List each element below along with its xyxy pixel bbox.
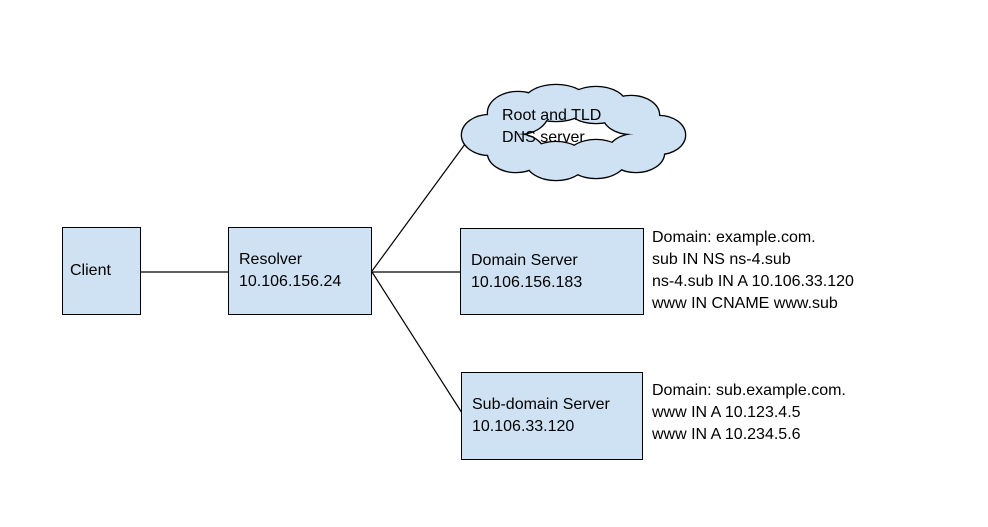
domain-server-label: Domain Server: [471, 251, 578, 269]
subdomain-zone-line: www IN A 10.234.5.6: [652, 426, 801, 443]
domain-zone-line: sub IN NS ns-4.sub: [652, 251, 791, 268]
domain-server-ip: 10.106.156.183: [471, 273, 583, 291]
subdomain-server-label: Sub-domain Server: [472, 396, 610, 413]
root-tld-cloud-label: Root and TLD DNS server: [502, 105, 601, 149]
cloud-label-line2: DNS server: [502, 129, 585, 146]
root-tld-cloud-shape: [460, 83, 687, 182]
resolver-label: Resolver: [239, 251, 303, 268]
resolver-node: Resolver 10.106.156.24: [228, 227, 372, 315]
edge-lines: [141, 139, 469, 414]
domain-zone-annotation: Domain: example.com. sub IN NS ns-4.sub …: [652, 227, 854, 315]
subdomain-server-node: Sub-domain Server 10.106.33.120: [461, 372, 643, 460]
domain-server-node: Domain Server 10.106.156.183: [460, 228, 644, 315]
subdomain-server-ip: 10.106.33.120: [472, 418, 575, 435]
subdomain-zone-annotation: Domain: sub.example.com. www IN A 10.123…: [652, 380, 846, 446]
resolver-ip: 10.106.156.24: [239, 273, 342, 290]
domain-zone-line: ns-4.sub IN A 10.106.33.120: [652, 273, 854, 290]
edge-resolver-subdomain-server: [371, 271, 463, 414]
subdomain-zone-line: www IN A 10.123.4.5: [652, 404, 801, 421]
client-label: Client: [70, 262, 111, 279]
client-node: Client: [62, 227, 141, 315]
domain-zone-line: Domain: example.com.: [652, 229, 816, 246]
edge-resolver-root-tld-cloud: [371, 139, 469, 272]
subdomain-zone-line: Domain: sub.example.com.: [652, 382, 846, 399]
domain-zone-line: www IN CNAME www.sub: [652, 295, 838, 312]
cloud-label-line1: Root and TLD: [502, 107, 602, 124]
